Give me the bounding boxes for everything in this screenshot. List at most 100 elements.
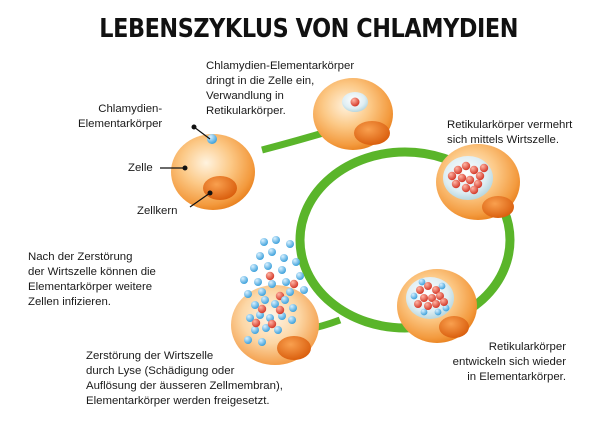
label-line: Chlamydien-	[98, 103, 163, 115]
reticulate-body-icon	[424, 282, 432, 290]
label-line: Elementarkörper werden freigesetzt.	[86, 395, 270, 407]
label-line: Verwandlung in	[206, 90, 284, 102]
released-body-icon	[258, 288, 266, 296]
released-body-icon	[278, 266, 286, 274]
label-line: durch Lyse (Schädigung oder	[86, 365, 235, 377]
reticulate-body-icon	[451, 179, 461, 189]
cell-step2	[436, 144, 520, 220]
reticulate-body-icon	[436, 292, 444, 300]
label-step4: Zerstörung der Wirtszelle durch Lyse (Sc…	[86, 349, 283, 409]
released-body-icon	[300, 286, 308, 294]
released-body-icon	[240, 276, 248, 284]
reticulate-body-icon	[251, 318, 261, 328]
reticulate-body-icon	[420, 294, 428, 302]
reticulate-body-icon	[447, 171, 457, 181]
pointer-nucleus	[189, 192, 211, 208]
released-body-icon	[272, 236, 280, 244]
label-nucleus: Zellkern	[137, 205, 178, 217]
elementary-body-icon	[438, 282, 446, 290]
reticulate-body-icon	[257, 304, 267, 314]
cell-step1	[313, 78, 393, 150]
cell-initial	[171, 134, 255, 210]
reticulate-body-icon	[428, 294, 436, 302]
reticulate-body-icon	[465, 175, 475, 185]
reticulate-body-icon	[424, 302, 432, 310]
reticulate-body-icon	[475, 171, 485, 181]
label-cell: Zelle	[128, 162, 153, 174]
released-body-icon	[260, 238, 268, 246]
label-line: Auflösung der äusseren Zellmembran),	[86, 380, 283, 392]
label-line: Zellen infizieren.	[28, 296, 111, 308]
reticulate-body-icon	[414, 300, 422, 308]
label-line: Nach der Zerstörung	[28, 251, 133, 263]
label-line: Retikularkörper	[488, 341, 566, 353]
elementary-body-icon	[207, 134, 217, 144]
released-body-icon	[296, 272, 304, 280]
reticulate-body-icon	[267, 319, 277, 329]
elementary-body-icon	[442, 304, 450, 312]
reticulate-body-icon	[453, 165, 463, 175]
label-step1: Chlamydien-Elementarkörper dringt in die…	[206, 59, 354, 119]
label-elementary-body: Chlamydien- Elementarkörper	[78, 102, 162, 132]
elementary-body-icon	[251, 326, 259, 334]
reticulate-body-icon	[469, 165, 479, 175]
elementary-body-icon	[251, 301, 259, 309]
released-body-icon	[264, 262, 272, 270]
released-body-icon	[256, 252, 264, 260]
label-line: entwickeln sich wieder	[452, 356, 566, 368]
cell-step4	[231, 236, 319, 365]
label-line: der Wirtszelle können die	[28, 266, 156, 278]
reticulate-body-icon	[275, 305, 285, 315]
elementary-body-icon	[289, 304, 297, 312]
released-body-icon	[244, 290, 252, 298]
reticulate-body-icon	[473, 179, 483, 189]
reticulate-body-icon	[461, 183, 471, 193]
elementary-body-icon	[434, 308, 442, 316]
elementary-body-icon	[274, 326, 282, 334]
elementary-body-icon	[418, 278, 426, 286]
label-line: Elementarkörper weitere	[28, 281, 153, 293]
reticulate-body-icon	[432, 300, 440, 308]
label-step2: Retikularkörper vermehrt sich mittels Wi…	[447, 118, 572, 148]
label-line: Retikularkörper.	[206, 105, 286, 117]
elementary-body-icon	[244, 336, 252, 344]
reticulate-body-icon	[457, 173, 467, 183]
released-body-icon	[286, 240, 294, 248]
elementary-body-icon	[246, 314, 254, 322]
pointer-elementary	[193, 126, 211, 140]
label-line: in Elementarkörper.	[467, 371, 566, 383]
released-body-icon	[268, 248, 276, 256]
released-body-icon	[254, 278, 262, 286]
label-step3: Retikularkörper entwickeln sich wieder i…	[450, 340, 566, 385]
reticulate-body-icon	[469, 185, 479, 195]
page-title: LEBENSZYKLUS VON CHLAMYDIEN	[99, 14, 518, 44]
elementary-body-icon	[261, 296, 269, 304]
label-step5: Nach der Zerstörung der Wirtszelle könne…	[28, 250, 156, 310]
reticulate-body-icon	[440, 298, 448, 306]
label-line: Chlamydien-Elementarkörper	[206, 60, 355, 72]
label-line: Zerstörung der Wirtszelle	[86, 350, 214, 362]
elementary-body-icon	[271, 300, 279, 308]
elementary-body-icon	[258, 338, 266, 346]
elementary-body-icon	[262, 324, 270, 332]
reticulate-body-icon	[416, 286, 424, 294]
label-line: Retikularkörper vermehrt	[447, 119, 573, 131]
elementary-body-icon	[281, 296, 289, 304]
reticulate-body-icon	[461, 161, 471, 171]
label-line: dringt in die Zelle ein,	[206, 75, 315, 87]
elementary-body-icon	[410, 292, 418, 300]
released-body-icon	[289, 279, 299, 289]
cell-step3	[397, 269, 477, 343]
label-line: Elementarkörper	[78, 118, 163, 130]
released-body-icon	[286, 288, 294, 296]
released-body-icon	[265, 271, 275, 281]
elementary-body-icon	[288, 316, 296, 324]
elementary-body-icon	[420, 308, 428, 316]
label-line: sich mittels Wirtszelle.	[447, 134, 560, 146]
released-body-icon	[250, 264, 258, 272]
reticulate-body-icon	[479, 163, 489, 173]
reticulate-body-icon	[432, 286, 440, 294]
released-body-icon	[268, 280, 276, 288]
released-body-icon	[282, 278, 290, 286]
